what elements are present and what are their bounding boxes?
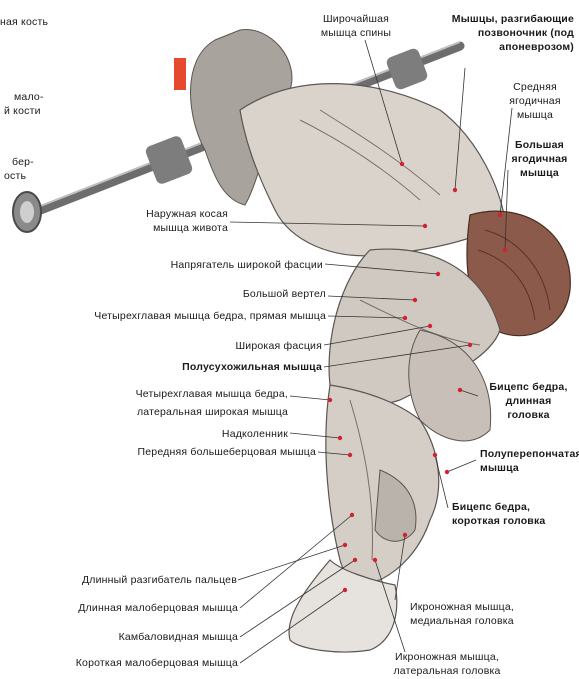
torso [240, 84, 505, 256]
label-fascia-lata: Широкая фасция [150, 339, 322, 353]
label-peroneus-longus: Длинная малоберцовая мышца [0, 601, 238, 615]
label-biceps-femoris-short: Бицепс бедра, короткая головка [452, 500, 545, 528]
label-gluteus-maximus: Большая ягодичная мышца [500, 138, 579, 180]
label-external-oblique: Наружная косая мышца живота [100, 207, 228, 235]
label-biceps-femoris-long: Бицепс бедра, длинная головка [478, 380, 579, 422]
label-greater-trochanter: Большой вертел [100, 287, 326, 301]
label-peroneus-brevis: Короткая малоберцовая мышца [0, 656, 238, 670]
label-bone-cut-3: бер- ость [4, 155, 34, 183]
label-semitendinosus: Полусухожильная мышца [100, 360, 322, 374]
label-latissimus-dorsi: Широчайшая мышца спины [306, 12, 406, 40]
label-semimembranosus: Полуперепончатая мышца [480, 447, 579, 475]
label-patella: Надколенник [150, 427, 288, 441]
label-extensor-digitorum-longus: Длинный разгибатель пальцев [0, 573, 237, 587]
label-bone-cut-1: ная кость [0, 15, 48, 29]
label-tibialis-anterior: Передняя большеберцовая мышца [50, 445, 316, 459]
label-soleus: Камбаловидная мышца [0, 630, 238, 644]
label-gastrocnemius-lateral: Икроножная мышца, латеральная головка [374, 650, 520, 678]
label-gastrocnemius-medial: Икроножная мышца, медиальная головка [388, 600, 536, 628]
label-rectus-femoris: Четырехглавая мышца бедра, прямая мышца [0, 309, 326, 323]
label-bone-cut-2: мало- й кости [4, 90, 44, 118]
label-vastus-lateralis: Четырехглавая мышца бедра, латеральная ш… [60, 383, 288, 419]
label-tensor-fasciae-latae: Напрягатель широкой фасции [100, 258, 323, 272]
label-gluteus-medius: Средняя ягодичная мышца [495, 80, 575, 122]
accent-strip [174, 58, 186, 90]
label-erector-spinae: Мышцы, разгибающие позвоночник (под апон… [410, 12, 574, 54]
